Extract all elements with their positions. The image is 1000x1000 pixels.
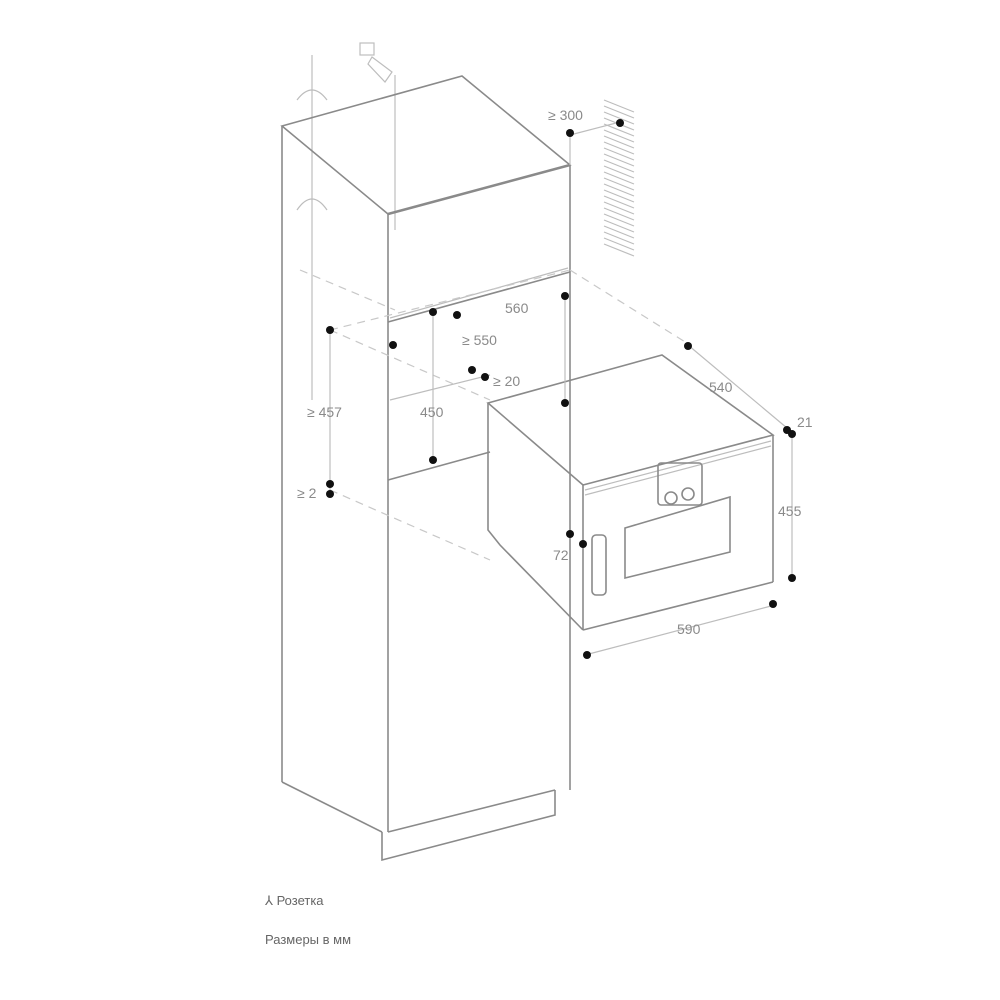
hatch-line [603, 171, 635, 185]
legend-socket: ⅄ Розетка [265, 893, 324, 909]
hatch-line [603, 165, 635, 179]
label-niche-height: 450 [420, 404, 444, 420]
label-niche-width: 560 [505, 300, 529, 316]
hatch-line [603, 99, 635, 113]
label-wall-clearance: ≥ 300 [548, 107, 583, 123]
hatch-line [603, 183, 635, 197]
label-oven-width: 590 [677, 621, 701, 637]
hatch-line [603, 237, 635, 251]
hatch-line [603, 177, 635, 191]
label-niche-height-min: ≥ 457 [307, 404, 342, 420]
hatch-line [603, 231, 635, 245]
hatch-line [603, 159, 635, 173]
hatch-line [603, 189, 635, 203]
label-niche-depth: ≥ 550 [462, 332, 497, 348]
hatch-line [603, 105, 635, 119]
hatch-line [603, 129, 635, 143]
units-note: Размеры в мм [265, 932, 352, 947]
oven [486, 354, 775, 631]
label-oven-height: 455 [778, 503, 802, 519]
dimension-points [326, 119, 796, 659]
socket-legend-icon: ⅄ [265, 893, 273, 908]
hatch-line [603, 123, 635, 137]
hatch-line [603, 207, 635, 221]
hatch-line [603, 213, 635, 227]
hatch-line [603, 135, 635, 149]
hatch-line [603, 243, 635, 257]
label-rear-gap: ≥ 20 [493, 373, 520, 389]
label-handle-offset: 72 [553, 547, 569, 563]
socket-icon [296, 42, 396, 400]
dimension-labels: ≥ 300 560 ≥ 550 ≥ 20 540 ≥ 457 450 21 ≥ … [297, 107, 813, 637]
hatch-line [603, 225, 635, 239]
dimension-lines [329, 121, 793, 656]
label-shelf-gap: ≥ 2 [297, 485, 317, 501]
tall-cabinet [280, 75, 572, 862]
hatch-line [603, 195, 635, 209]
niche-outline [299, 269, 691, 561]
label-front-thickness: 21 [797, 414, 813, 430]
hatch-line [603, 111, 635, 125]
hatch-line [603, 141, 635, 155]
hatch-line [603, 201, 635, 215]
wall-hatch [603, 99, 635, 257]
hatch-line [603, 147, 635, 161]
hatch-line [603, 219, 635, 233]
socket-legend-label: Розетка [276, 893, 324, 908]
hatch-line [603, 153, 635, 167]
label-oven-depth: 540 [709, 379, 733, 395]
